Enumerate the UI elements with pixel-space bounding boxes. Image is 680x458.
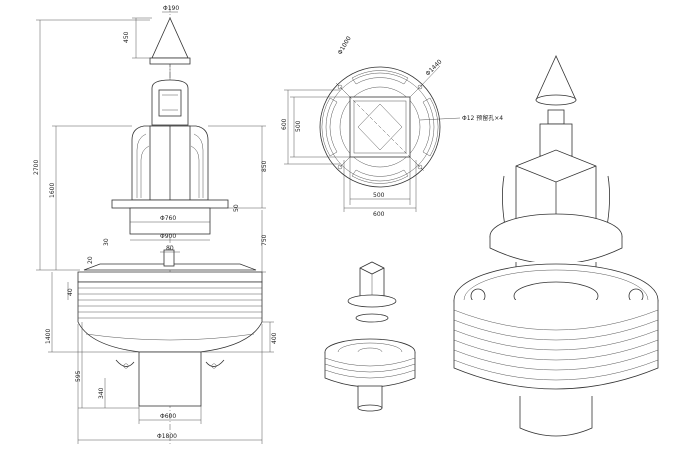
dim-d80: 80 [166, 245, 174, 252]
top-view: Φ1000 Φ1440 Φ12 预留孔×4 600 500 500 600 [281, 35, 503, 218]
iso-view [453, 55, 659, 437]
lantern-body [158, 89, 182, 117]
cone-base [149, 57, 191, 65]
dim-upper-h: 1600 [49, 183, 56, 198]
dim-h750: 750 [261, 234, 268, 246]
dim-w600: 600 [373, 211, 385, 218]
frame-base-plate [111, 199, 229, 209]
lower-tube [138, 351, 202, 407]
dim-total-h: 2700 [33, 160, 40, 175]
dim-d1000: Φ1000 [337, 35, 353, 56]
dim-h600: 600 [281, 118, 288, 130]
dim-d600: Φ600 [160, 413, 176, 420]
float-body [77, 281, 263, 353]
dim-h40: 40 [67, 288, 74, 296]
front-view: Φ190 450 2700 1600 850 50 Φ760 Φ900 80 3… [33, 5, 278, 445]
dim-d900: Φ900 [160, 233, 176, 240]
dim-d30: 30 [103, 238, 110, 246]
dim-w500: 500 [373, 192, 385, 199]
dim-h595: 595 [75, 370, 82, 382]
deck [83, 263, 257, 271]
dim-d760: Φ760 [160, 215, 176, 222]
dim-h500: 500 [295, 120, 302, 132]
iso-lower-tube [519, 396, 593, 437]
dim-d1800: Φ1800 [157, 433, 177, 440]
dim-h340: 340 [98, 387, 105, 399]
iso-float-body [453, 300, 659, 390]
dim-cone-h: 450 [123, 31, 130, 43]
dim-frame-h: 850 [261, 160, 268, 172]
dim-d20: 20 [87, 256, 94, 264]
dim-hole-note: Φ12 预留孔×4 [462, 114, 503, 122]
dim-cone-dia: Φ190 [163, 5, 179, 12]
dim-thick-50: 50 [233, 204, 240, 212]
exploded-view [324, 261, 416, 412]
cone-top [151, 17, 189, 59]
dim-d1440: Φ1440 [424, 58, 443, 77]
dim-h1400: 1400 [45, 329, 52, 344]
dim-h400: 400 [271, 332, 278, 344]
